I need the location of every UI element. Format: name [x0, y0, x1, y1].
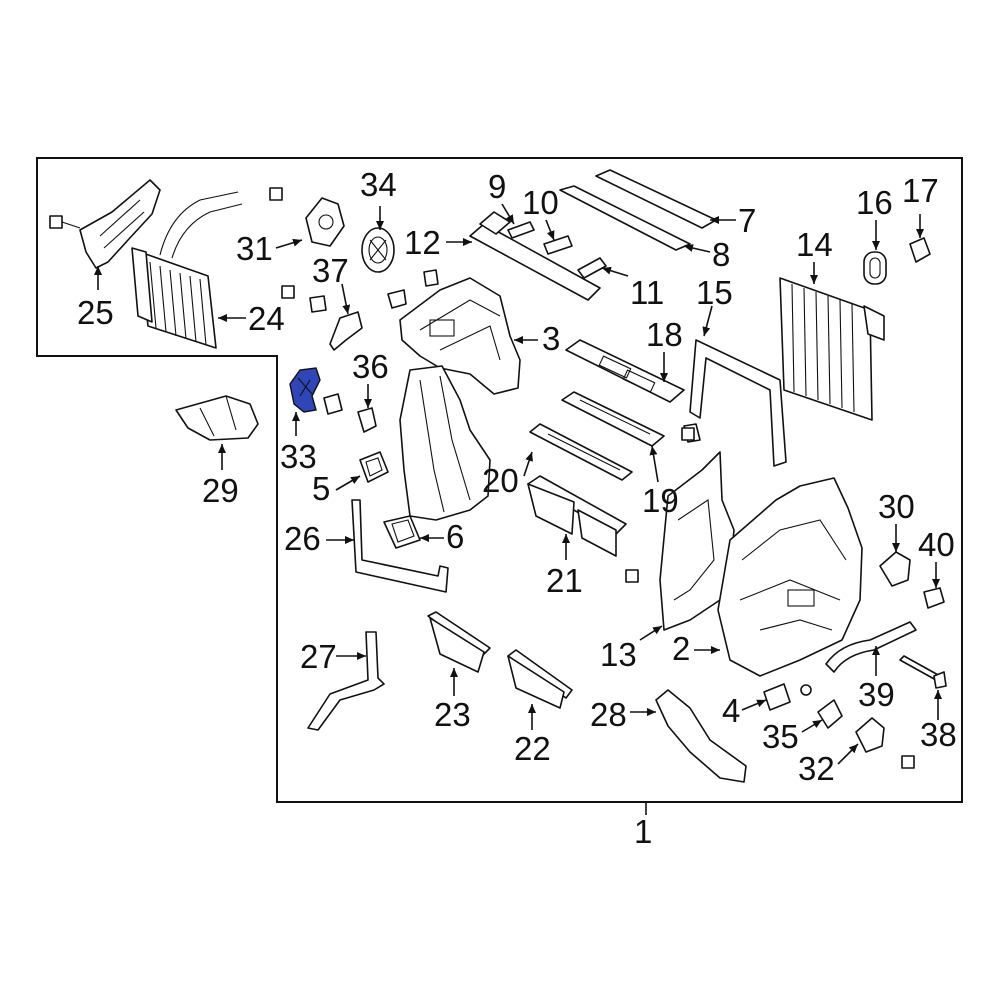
callout-28: 28: [590, 696, 627, 733]
callout-16: 16: [856, 184, 893, 221]
part-15-frame[interactable]: [689, 339, 787, 467]
part-23-door[interactable]: [427, 611, 491, 673]
part-34-motor[interactable]: [361, 227, 395, 273]
part-duct-vertical[interactable]: [399, 365, 491, 521]
part-31-actuator[interactable]: [269, 187, 345, 247]
callout-2: 2: [672, 630, 690, 667]
callout-6: 6: [446, 518, 464, 555]
callout-30: 30: [878, 488, 915, 525]
part-39-hose[interactable]: [825, 621, 917, 673]
part-21-doors[interactable]: [527, 475, 627, 557]
part-14-evaporator[interactable]: [779, 277, 885, 421]
part-38-sensor[interactable]: [899, 655, 947, 689]
part-26-strip[interactable]: [351, 499, 449, 593]
callout-5: 5: [312, 470, 330, 507]
callout-35: 35: [762, 718, 799, 755]
callout-40: 40: [918, 526, 955, 563]
part-28-duct[interactable]: [655, 689, 747, 783]
callout-15: 15: [696, 274, 733, 311]
callout-27: 27: [300, 638, 337, 675]
part-22-door[interactable]: [507, 649, 573, 709]
part-12-strip[interactable]: [469, 211, 601, 301]
callout-21: 21: [546, 562, 583, 599]
callout-1: 1: [634, 813, 652, 850]
callout-8: 8: [712, 236, 730, 273]
part-4-seal[interactable]: [763, 683, 791, 711]
part-8-strip[interactable]: [559, 185, 691, 251]
part-2-lower-case[interactable]: [717, 477, 863, 677]
part-7-strip[interactable]: [595, 169, 717, 229]
part-6-seal[interactable]: [383, 515, 421, 549]
callout-25: 25: [77, 294, 114, 331]
part-10-foam[interactable]: [543, 235, 573, 255]
part-3-upper-case[interactable]: [399, 277, 521, 395]
assembly-frame: [36, 157, 963, 803]
part-35-sensor[interactable]: [800, 684, 843, 729]
callout-13: 13: [600, 636, 637, 673]
callout-3: 3: [542, 320, 560, 357]
callout-10: 10: [522, 184, 559, 221]
callout-34: 34: [360, 166, 397, 203]
callout-20: 20: [482, 462, 519, 499]
part-33-body[interactable]: [289, 367, 321, 413]
callout-7: 7: [738, 202, 756, 239]
part-36-clip[interactable]: [357, 407, 377, 433]
part-20-door[interactable]: [529, 423, 633, 481]
part-bolt-misc[interactable]: [625, 427, 695, 583]
callout-39: 39: [858, 676, 895, 713]
callout-9: 9: [488, 168, 506, 205]
callout-19: 19: [642, 482, 679, 519]
callout-23: 23: [434, 696, 471, 733]
part-24-heater-core[interactable]: [131, 191, 243, 349]
part-33-highlighted[interactable]: [289, 367, 343, 415]
part-30-actuator[interactable]: [879, 551, 911, 587]
part-19-door[interactable]: [561, 391, 665, 447]
callout-22: 22: [514, 730, 551, 767]
part-9-foam[interactable]: [507, 221, 535, 239]
part-32-actuator[interactable]: [855, 717, 915, 769]
part-5-seal[interactable]: [359, 451, 389, 483]
callout-17: 17: [902, 172, 939, 209]
callout-4: 4: [722, 692, 740, 729]
callout-37: 37: [312, 252, 349, 289]
part-37-lever[interactable]: [281, 269, 439, 351]
part-17-cap[interactable]: [909, 237, 931, 263]
part-11-foam[interactable]: [577, 257, 607, 279]
part-27-pipe[interactable]: [307, 631, 385, 731]
part-29-duct[interactable]: [175, 395, 259, 441]
callout-11: 11: [630, 274, 664, 311]
callout-12: 12: [404, 224, 441, 261]
callout-29: 29: [202, 472, 239, 509]
callout-18: 18: [646, 316, 683, 353]
part-16-grommet[interactable]: [863, 251, 887, 285]
callout-24: 24: [248, 300, 285, 337]
part-40-sensor[interactable]: [923, 587, 945, 609]
callout-31: 31: [236, 230, 273, 267]
callout-36: 36: [352, 348, 389, 385]
callout-38: 38: [920, 716, 957, 753]
part-25-bracket[interactable]: [49, 179, 161, 269]
callout-14: 14: [796, 226, 833, 263]
callout-33: 33: [280, 438, 317, 475]
part-18-door[interactable]: [565, 339, 685, 403]
callout-26: 26: [284, 520, 321, 557]
callout-32: 32: [798, 750, 835, 787]
